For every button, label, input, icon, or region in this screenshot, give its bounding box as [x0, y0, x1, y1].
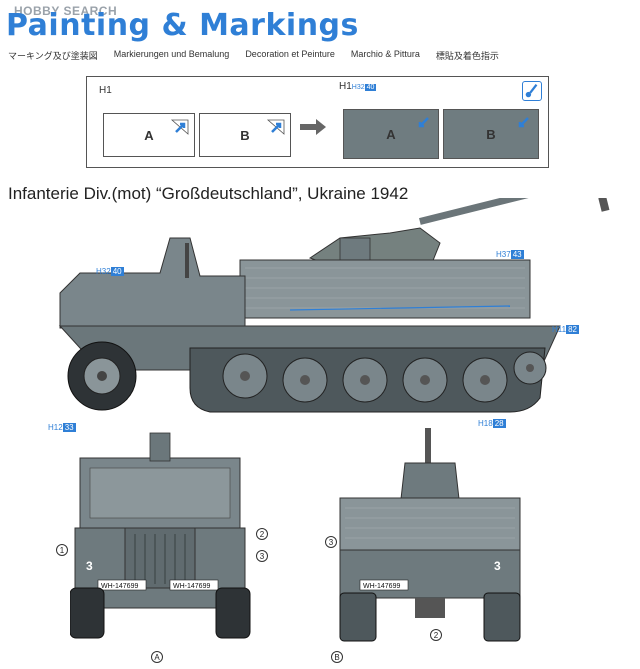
- decal-panel-b-paper: B: [199, 113, 291, 157]
- halftrack-rear-view: WH-147699 3: [339, 428, 521, 642]
- halftrack-side-view: [58, 198, 610, 413]
- marker-3-front: 3: [256, 550, 268, 562]
- subtitle-chinese: 標貼及着色指示: [435, 51, 499, 61]
- marker-2-front: 2: [256, 528, 268, 540]
- subtitle-row: マーキング及び塗装図 Markierungen und Bemalung Dec…: [8, 49, 548, 62]
- decal-panel-a-paper: A: [103, 113, 195, 157]
- subtitle-french: Decoration et Peinture: [245, 49, 335, 59]
- rear-plate: WH-147699: [363, 583, 400, 590]
- peel-arrow-icon: [266, 119, 285, 135]
- page-title: Painting & Markings: [6, 8, 359, 43]
- peel-arrow-icon: [170, 119, 189, 135]
- subtitle-german: Markierungen und Bemalung: [113, 49, 230, 59]
- rear-door-number: 3: [494, 559, 501, 573]
- subtitle-italian: Marchio & Pittura: [350, 49, 420, 59]
- marker-1: 1: [56, 544, 68, 556]
- front-door-number: 3: [86, 559, 93, 573]
- apply-arrow-icon: [418, 117, 429, 128]
- front-plate-right: WH-147699: [173, 583, 210, 590]
- marker-2-rear: 2: [430, 629, 442, 641]
- watermark-logo: HOBBY SEARCH: [14, 4, 118, 18]
- front-plate-left: WH-147699: [101, 583, 138, 590]
- brush-tool-icon: [522, 81, 542, 101]
- subtitle-japanese: マーキング及び塗装図: [8, 51, 98, 61]
- decal-panel-b-painted: B: [443, 109, 539, 159]
- next-step-arrow-icon: [300, 119, 326, 135]
- marker-A: A: [151, 651, 163, 663]
- apply-arrow-icon: [518, 117, 529, 128]
- scheme-caption: Infanterie Div.(mot) “Großdeutschland”, …: [8, 184, 409, 203]
- halftrack-front-view: WH-147699 WH-147699 3: [70, 432, 251, 639]
- left-step-label: H1: [99, 85, 112, 96]
- decal-panel-a-painted: A: [343, 109, 439, 159]
- marker-3-rear: 3: [325, 536, 337, 548]
- marker-B: B: [331, 651, 343, 663]
